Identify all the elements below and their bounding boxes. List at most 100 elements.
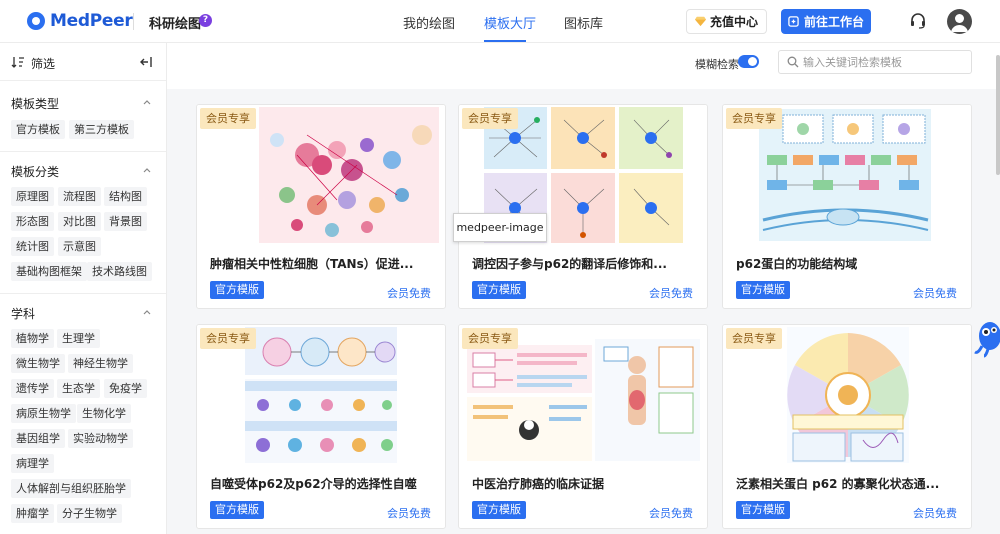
fuzzy-search-toggle[interactable] [738, 55, 759, 68]
tag-third-party-template[interactable]: 第三方模板 [69, 120, 134, 139]
filter-header: 筛选 [0, 43, 166, 81]
vip-exclusive-badge: 会员专享 [462, 328, 518, 349]
section-title-template-category: 模板分类 [11, 165, 60, 179]
selective-autophagy-thumbnail [197, 325, 445, 465]
tag-category[interactable]: 结构图 [104, 187, 147, 206]
tag-subject[interactable]: 生态学 [57, 379, 100, 398]
workspace-icon [788, 16, 799, 27]
tag-subject[interactable]: 遗传学 [11, 379, 54, 398]
template-thumbnail[interactable]: 会员专享 [723, 105, 971, 245]
vip-exclusive-badge: 会员专享 [726, 108, 782, 129]
template-card[interactable]: 会员专享 肿瘤相关中性粒细胞（TANs）促进... 官方模版 会员免费 [196, 104, 446, 309]
nav-template-hall[interactable]: 模板大厅 [484, 17, 537, 32]
template-card[interactable]: 会员专享 自噬受体p62及p62介导的选择性自噬 官方模版 会员免费 [196, 324, 446, 529]
chevron-up-icon[interactable] [142, 307, 152, 317]
nav-icon-library[interactable]: 图标库 [564, 17, 604, 32]
product-name: 科研绘图 [149, 17, 202, 32]
tag-category[interactable]: 基础构图框架 [11, 262, 87, 281]
template-card[interactable]: 会员专享 中医治疗肺癌的临床证据 官方模版 会员免费 [458, 324, 708, 529]
template-title[interactable]: 中医治疗肺癌的临床证据 [472, 477, 605, 491]
member-free-label: 会员免费 [913, 287, 957, 300]
member-free-label: 会员免费 [913, 507, 957, 520]
template-thumbnail[interactable]: 会员专享 [197, 325, 445, 465]
chevron-up-icon[interactable] [142, 165, 152, 175]
brand-name: MedPeer [50, 11, 133, 31]
template-thumbnail[interactable]: 会员专享 [197, 105, 445, 245]
tag-category[interactable]: 形态图 [11, 212, 54, 231]
recharge-label: 充值中心 [709, 15, 758, 29]
medpeer-logo[interactable]: MedPeer [27, 9, 133, 33]
search-icon [787, 56, 799, 68]
tag-subject[interactable]: 人体解剖与组织胚胎学 [11, 479, 131, 498]
tag-subject[interactable]: 生物化学 [77, 404, 131, 423]
section-title-template-type: 模板类型 [11, 97, 60, 111]
tag-category[interactable]: 原理图 [11, 187, 54, 206]
template-search-box[interactable] [778, 50, 972, 74]
vip-exclusive-badge: 会员专享 [200, 328, 256, 349]
go-to-workspace-button[interactable]: 前往工作台 [781, 9, 871, 34]
recharge-button[interactable]: 充值中心 [686, 9, 767, 34]
page-scrollbar[interactable] [996, 55, 1000, 175]
official-template-badge: 官方模版 [736, 281, 790, 299]
help-icon[interactable]: ? [199, 14, 212, 27]
customer-service-icon[interactable] [909, 12, 927, 30]
tag-category[interactable]: 流程图 [58, 187, 101, 206]
template-title[interactable]: 泛素相关蛋白 p62 的寡聚化状态通... [736, 477, 940, 491]
vip-exclusive-badge: 会员专享 [462, 108, 518, 129]
member-free-label: 会员免费 [649, 287, 693, 300]
tag-category[interactable]: 示意图 [58, 237, 101, 256]
tcm-lung-cancer-thumbnail [459, 325, 707, 465]
tag-subject[interactable]: 免疫学 [104, 379, 147, 398]
official-template-badge: 官方模版 [210, 281, 264, 299]
template-title[interactable]: 自噬受体p62及p62介导的选择性自噬 [210, 477, 417, 491]
tag-category[interactable]: 统计图 [11, 237, 54, 256]
search-toolbar: 模糊检索 [167, 43, 1000, 89]
tag-subject[interactable]: 微生物学 [11, 354, 65, 373]
template-card[interactable]: 会员专享 泛素相关蛋白 p62 的寡聚化状态通... 官方模版 会员免费 [722, 324, 972, 529]
template-title[interactable]: p62蛋白的功能结构域 [736, 257, 858, 271]
tag-subject[interactable]: 神经生物学 [68, 354, 133, 373]
tag-official-template[interactable]: 官方模板 [11, 120, 65, 139]
chevron-up-icon[interactable] [142, 97, 152, 107]
nav-active-indicator [484, 40, 526, 42]
official-template-badge: 官方模版 [736, 501, 790, 519]
vip-exclusive-badge: 会员专享 [726, 328, 782, 349]
tag-subject[interactable]: 肿瘤学 [11, 504, 54, 523]
tag-subject[interactable]: 病理学 [11, 454, 54, 473]
tag-subject[interactable]: 分子生物学 [57, 504, 122, 523]
vip-exclusive-badge: 会员专享 [200, 108, 256, 129]
template-card[interactable]: 会员专享 调控因子参与p62的翻译后修饰和... 官方模版 会员免费 [458, 104, 708, 309]
tag-category[interactable]: 对比图 [58, 212, 101, 231]
template-title[interactable]: 调控因子参与p62的翻译后修饰和... [472, 257, 667, 271]
template-title[interactable]: 肿瘤相关中性粒细胞（TANs）促进... [210, 257, 414, 271]
tag-subject[interactable]: 实验动物学 [68, 429, 133, 448]
assistant-mascot-icon[interactable] [972, 316, 1000, 358]
tag-subject[interactable]: 基因组学 [11, 429, 65, 448]
template-thumbnail[interactable]: 会员专享 [723, 325, 971, 465]
fuzzy-search-label: 模糊检索 [695, 58, 739, 71]
filter-sort-icon [11, 57, 24, 68]
collapse-sidebar-icon[interactable] [139, 55, 153, 69]
member-free-label: 会员免费 [387, 507, 431, 520]
official-template-badge: 官方模版 [472, 281, 526, 299]
workspace-label: 前往工作台 [803, 15, 864, 29]
section-title-subject: 学科 [11, 307, 36, 321]
section-divider [0, 151, 166, 152]
template-hall-main: 模糊检索 会员专享 肿瘤相关中性粒细胞（TANs）促进. [167, 43, 1000, 534]
logo-mark-icon [27, 12, 45, 30]
diamond-icon [694, 16, 706, 27]
tag-category[interactable]: 技术路线图 [87, 262, 152, 281]
template-thumbnail[interactable]: 会员专享 [459, 325, 707, 465]
template-card[interactable]: 会员专享 p62蛋白的功能结构域 官方模版 会员免费 [722, 104, 972, 309]
tag-category[interactable]: 背景图 [104, 212, 147, 231]
template-search-input[interactable] [803, 53, 967, 71]
tag-subject[interactable]: 病原生物学 [11, 404, 76, 423]
member-free-label: 会员免费 [649, 507, 693, 520]
tag-subject[interactable]: 生理学 [57, 329, 100, 348]
top-header: MedPeer 科研绘图 ? 我的绘图 模板大厅 图标库 充值中心 前往工作台 [0, 0, 1000, 43]
official-template-badge: 官方模版 [472, 501, 526, 519]
tag-subject[interactable]: 植物学 [11, 329, 54, 348]
user-avatar[interactable] [947, 9, 972, 34]
tans-diagram-thumbnail [197, 105, 445, 245]
nav-my-drawings[interactable]: 我的绘图 [403, 17, 456, 32]
